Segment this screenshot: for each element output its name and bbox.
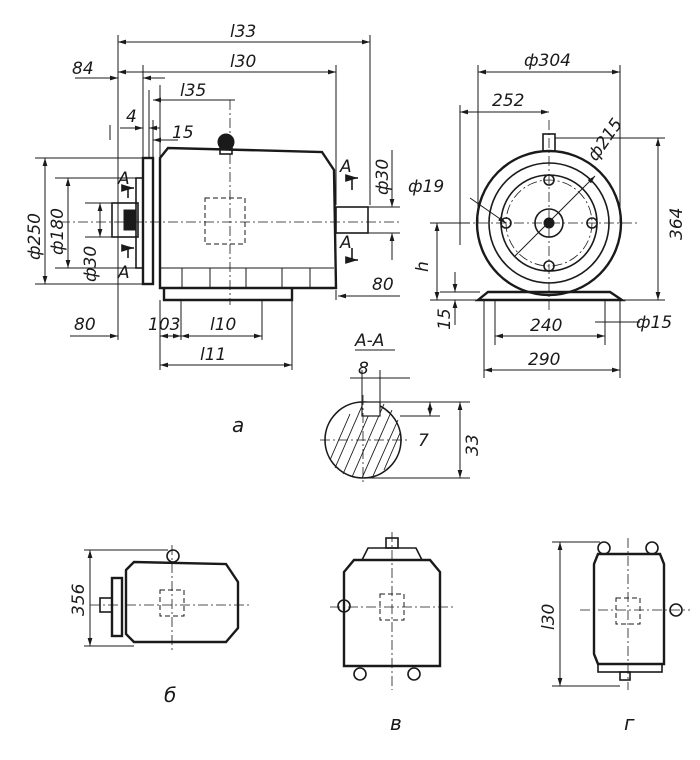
label-80-left: 80 bbox=[74, 315, 96, 335]
label-356: 356 bbox=[69, 583, 89, 616]
section-a-4: А bbox=[339, 233, 352, 253]
view-v-eye-br bbox=[407, 667, 421, 681]
label-7: 7 bbox=[418, 431, 429, 451]
end-view-dims bbox=[430, 65, 665, 378]
label-phi30-right: ф30 bbox=[373, 159, 393, 195]
label-103: 103 bbox=[148, 315, 180, 335]
view-v bbox=[330, 532, 455, 690]
view-g-eye-tr bbox=[645, 541, 659, 555]
cooling-fins bbox=[181, 268, 311, 288]
label-8: 8 bbox=[358, 359, 369, 379]
terminal-box bbox=[204, 197, 246, 245]
label-84: 84 bbox=[72, 59, 94, 79]
end-base bbox=[474, 290, 626, 302]
section-a-1: А bbox=[117, 169, 130, 189]
label-33: 33 bbox=[463, 434, 483, 456]
view-g-body bbox=[592, 552, 666, 666]
label-4: 4 bbox=[126, 107, 137, 127]
label-l11: l11 bbox=[200, 345, 226, 365]
view-v-body bbox=[342, 558, 442, 668]
label-l33: l33 bbox=[230, 22, 256, 42]
lifting-eye-base bbox=[219, 147, 233, 155]
label-phi215: ф215 bbox=[584, 115, 627, 165]
caption-v: в bbox=[390, 711, 402, 735]
shaft-key-left bbox=[123, 209, 137, 231]
view-v-eye-bl bbox=[353, 667, 367, 681]
dimension-lines bbox=[42, 39, 400, 368]
section-title: А-А bbox=[354, 331, 384, 351]
motor-body bbox=[158, 146, 338, 290]
view-b-flange bbox=[110, 576, 124, 638]
label-phi250: ф250 bbox=[25, 213, 45, 260]
label-l10: l10 bbox=[210, 315, 236, 335]
section-a-2: А bbox=[117, 263, 130, 283]
label-15-foot: 15 bbox=[435, 308, 455, 330]
end-view bbox=[460, 120, 640, 310]
label-364: 364 bbox=[667, 208, 687, 240]
shaft-left bbox=[111, 202, 139, 238]
view-g-eye-tl bbox=[597, 541, 611, 555]
view-v-eye-left bbox=[337, 599, 351, 613]
flange-plate bbox=[141, 156, 155, 286]
label-290: 290 bbox=[528, 350, 560, 370]
caption-a: а bbox=[232, 413, 244, 437]
section-view bbox=[320, 349, 470, 485]
caption-b: б bbox=[164, 683, 176, 707]
label-15: 15 bbox=[172, 123, 194, 143]
label-252: 252 bbox=[492, 91, 524, 111]
label-l30-small: l30 bbox=[539, 604, 559, 630]
view-g bbox=[552, 538, 690, 690]
label-phi304: ф304 bbox=[524, 51, 571, 71]
label-phi30-left: ф30 bbox=[81, 246, 101, 282]
key-way bbox=[361, 401, 381, 417]
phi215-leader bbox=[514, 175, 596, 257]
view-b-body bbox=[124, 560, 240, 644]
extension-lines bbox=[35, 35, 400, 370]
label-h: h bbox=[413, 261, 433, 272]
caption-g: г bbox=[624, 711, 635, 735]
label-l35: l35 bbox=[180, 81, 206, 101]
label-80-right: 80 bbox=[372, 275, 394, 295]
side-view bbox=[60, 100, 400, 305]
view-b-eye bbox=[166, 549, 180, 563]
view-b bbox=[84, 545, 250, 650]
label-phi15: ф15 bbox=[636, 313, 672, 333]
label-l30: l30 bbox=[230, 52, 256, 72]
section-a-3: А bbox=[339, 157, 352, 177]
label-phi19: ф19 bbox=[408, 177, 444, 197]
label-240: 240 bbox=[530, 316, 562, 336]
phi19-leader bbox=[469, 197, 507, 224]
shaft-right bbox=[335, 206, 369, 234]
label-phi180: ф180 bbox=[48, 208, 68, 255]
section-markers bbox=[121, 174, 358, 264]
base-feet bbox=[162, 288, 294, 302]
